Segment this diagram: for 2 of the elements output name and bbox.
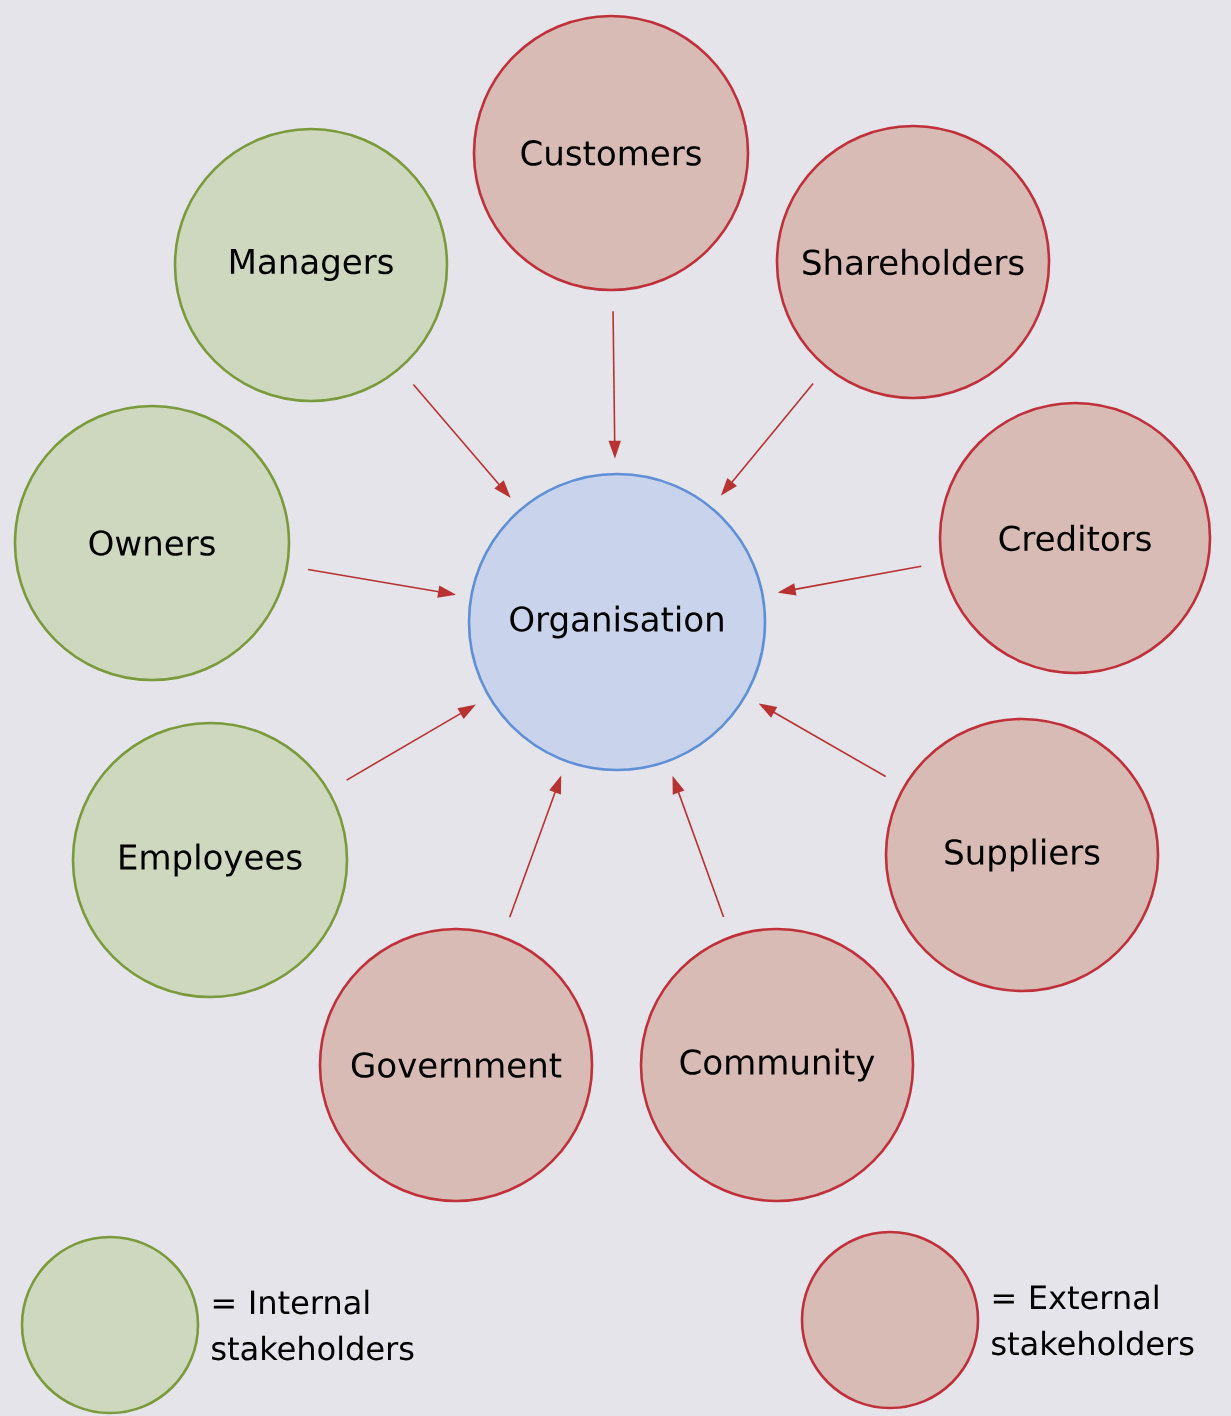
legend-text: = Internal stakeholders [212,1289,414,1361]
legend-text: = External stakeholders [992,1284,1194,1356]
